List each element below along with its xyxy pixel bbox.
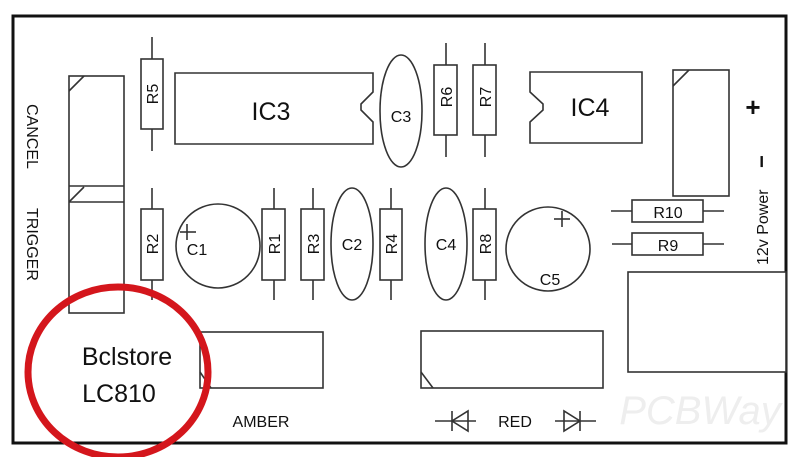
red-label: RED [498, 414, 532, 431]
capacitor-c1: C1 [175, 203, 261, 289]
svg-text:R4: R4 [384, 234, 401, 255]
svg-text:R3: R3 [306, 234, 323, 255]
resistor-r3: R3 [300, 188, 325, 300]
diode-left-icon [435, 409, 476, 433]
svg-text:R9: R9 [658, 238, 679, 255]
svg-text:R2: R2 [145, 234, 162, 255]
red-led [420, 330, 604, 389]
resistor-r6: R6 [433, 43, 458, 157]
resistor-r1: R1 [261, 188, 286, 300]
svg-text:R5: R5 [145, 84, 162, 105]
svg-text:R10: R10 [653, 205, 682, 222]
annotation-line1: Bclstore [82, 343, 172, 371]
svg-text:R8: R8 [478, 234, 495, 255]
capacitor-c5: C5 [505, 206, 591, 292]
diode-right-icon [555, 409, 596, 433]
cancel-label: CANCEL [23, 104, 40, 169]
annotation-line2: LC810 [82, 380, 156, 408]
resistor-r9: R9 [612, 232, 724, 256]
capacitor-c3: C3 [379, 54, 423, 168]
amber-label: AMBER [233, 414, 290, 431]
ic3: IC3 [174, 72, 374, 145]
svg-text:C2: C2 [342, 237, 363, 254]
plus-label: + [745, 92, 760, 122]
red-circle-annotation [24, 283, 212, 457]
resistor-r10: R10 [611, 199, 724, 223]
resistor-r7: R7 [472, 43, 497, 157]
terminal-block [627, 271, 787, 373]
capacitor-c2: C2 [330, 187, 374, 301]
svg-text:R7: R7 [478, 87, 495, 108]
resistor-r4: R4 [379, 188, 403, 300]
svg-text:R6: R6 [439, 87, 456, 108]
svg-text:C3: C3 [391, 109, 412, 126]
svg-text:C4: C4 [436, 237, 457, 254]
power-connector [672, 69, 730, 197]
resistor-r2: R2 [140, 188, 164, 300]
amber-led [199, 331, 324, 389]
power-label: 12v Power [755, 189, 772, 265]
resistor-r5: R5 [140, 37, 164, 151]
minus-label: − [749, 155, 774, 168]
trigger-label: TRIGGER [23, 208, 40, 281]
svg-text:C5: C5 [540, 272, 561, 289]
resistor-r8: R8 [472, 188, 497, 300]
ic4: IC4 [529, 71, 643, 144]
svg-text:IC4: IC4 [571, 94, 610, 122]
svg-text:IC3: IC3 [252, 98, 291, 126]
cancel-trigger-connector [68, 75, 125, 314]
watermark: PCBWay [619, 389, 784, 433]
svg-text:R1: R1 [267, 234, 284, 255]
svg-text:C1: C1 [187, 242, 208, 259]
capacitor-c4: C4 [424, 187, 468, 301]
